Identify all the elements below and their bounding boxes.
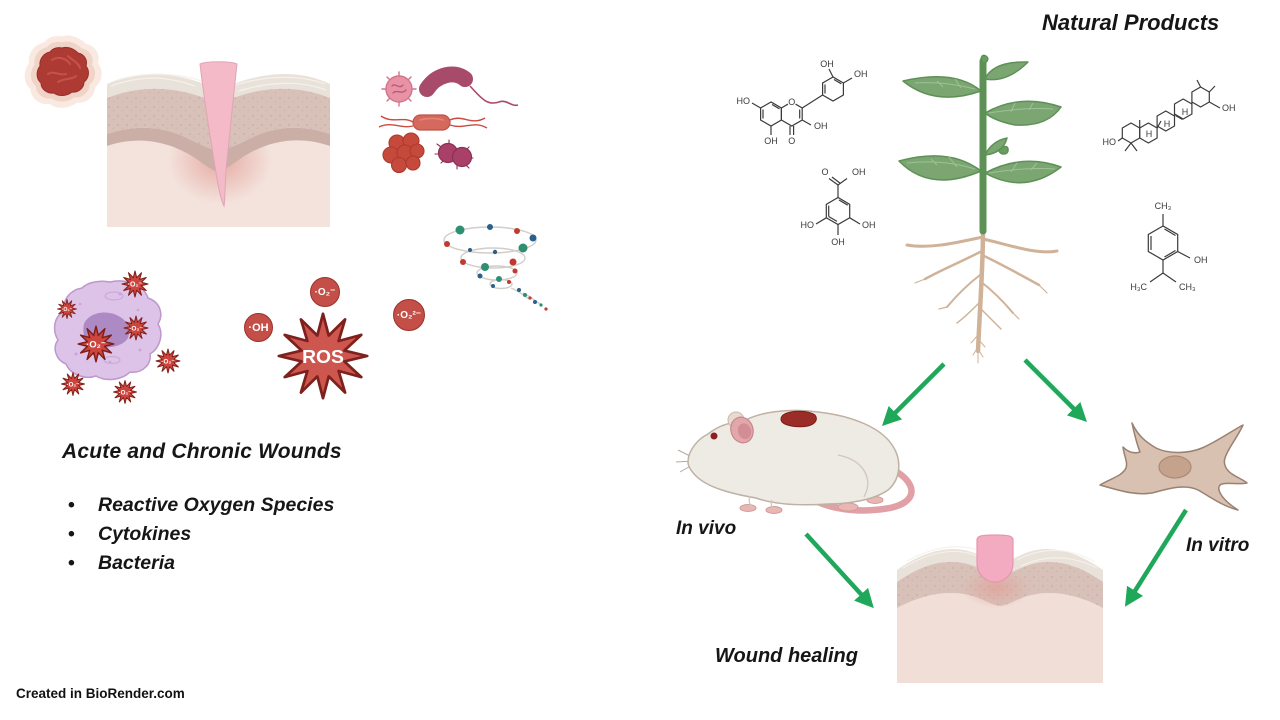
- wounded-skin-illustration: [107, 61, 330, 227]
- chem-label-h: H: [1182, 107, 1189, 117]
- bullet-marker: •: [68, 523, 75, 545]
- chem-label-o: O: [821, 167, 828, 177]
- gallic-acid-structure: O OH HO OH OH: [801, 167, 876, 247]
- superoxide-label: ·O₂⁻: [62, 307, 73, 313]
- peroxide-badge: ·O₂²⁻: [393, 299, 425, 331]
- superoxide-label: ·O₂⁻: [128, 282, 143, 289]
- superoxide-label: ·O₂⁻: [67, 382, 80, 389]
- chem-label-oh: OH: [764, 136, 778, 146]
- deep-wound-gash: [199, 61, 238, 208]
- arrow-plant-to-cell: [1023, 358, 1088, 423]
- chem-label-ch3: CH₃: [1155, 201, 1172, 211]
- peroxide-label: ·O₂²⁻: [396, 309, 422, 321]
- chem-label-oh: OH: [854, 69, 868, 79]
- superoxide-label: ·O₂⁻: [314, 286, 336, 298]
- bullet-text: Reactive Oxygen Species: [98, 494, 335, 516]
- quercetin-structure: O HO OH O OH OH OH: [737, 59, 868, 146]
- macrophage-illustration: ·O₂⁻ ·O₂⁻ ·O₂⁻ ·O₂⁻ ·O₂⁻ ·O₂⁻ ·O₂⁻: [53, 270, 181, 405]
- chem-label-ho: HO: [1103, 137, 1117, 147]
- scab-wound-icon: [24, 35, 102, 108]
- hydroxyl-radical-label: ·OH: [248, 321, 269, 334]
- wounds-heading: Acute and Chronic Wounds: [62, 440, 342, 463]
- chem-label-ch3: CH₃: [1179, 282, 1196, 292]
- triterpene-structure: HO OH H H H: [1103, 79, 1236, 152]
- arrow-plant-to-mouse: [881, 362, 946, 427]
- diplococci: [434, 139, 474, 170]
- mouse-illustration: [675, 409, 915, 514]
- mouse-tail: [814, 466, 915, 514]
- curved-rod-bacterium: [419, 66, 519, 107]
- wound-healing-label: Wound healing: [715, 645, 858, 667]
- chem-label-o: O: [788, 97, 795, 107]
- bacteria-illustration: [378, 66, 519, 174]
- flagellated-rod-bacterium: [378, 114, 488, 131]
- chem-label-oh: OH: [852, 167, 866, 177]
- chem-label-oh: OH: [862, 220, 876, 230]
- list-item: • Reactive Oxygen Species: [62, 494, 334, 523]
- ros-starburst: ROS: [277, 312, 369, 400]
- fibroblast-nucleus: [1158, 455, 1192, 479]
- mouse-eye: [710, 432, 718, 440]
- chem-label-oh: OH: [831, 237, 845, 247]
- chem-label-o: O: [788, 136, 795, 146]
- chem-label-ho: HO: [801, 220, 815, 230]
- bullet-marker: •: [68, 494, 75, 516]
- bullet-text: Bacteria: [98, 552, 175, 574]
- arrow-invitro-to-skin: [1124, 508, 1188, 607]
- fibroblast-cell-illustration: [1099, 422, 1248, 511]
- plant-illustration: [898, 54, 1062, 364]
- in-vivo-label: In vivo: [676, 518, 737, 539]
- chem-label-h: H: [1146, 129, 1153, 139]
- biorender-credit: Created in BioRender.com: [16, 686, 185, 701]
- arrow-invivo-to-skin: [804, 532, 874, 609]
- chem-label-oh: OH: [1194, 255, 1208, 265]
- mouse-back-wound: [780, 410, 817, 428]
- list-item: • Cytokines: [62, 523, 334, 552]
- chem-label-oh: OH: [814, 121, 828, 131]
- ros-label: ROS: [302, 347, 344, 368]
- mouse-ear: [730, 416, 754, 444]
- superoxide-label: ·O₂⁻: [161, 359, 175, 366]
- superoxide-burst: ·O₂⁻ ·O₂⁻ ·O₂⁻ ·O₂⁻ ·O₂⁻ ·O₂⁻ ·O₂⁻: [57, 270, 181, 405]
- chem-label-ho: HO: [737, 96, 751, 106]
- virus-particle: [381, 71, 417, 107]
- plant-roots: [905, 228, 1059, 364]
- healing-wound-plug: [976, 534, 1014, 583]
- carvacrol-structure: CH₃ OH H₃C CH₃: [1130, 201, 1208, 292]
- natural-products-title: Natural Products: [1042, 10, 1220, 35]
- cytokine-dots: [444, 224, 548, 311]
- cocci-cluster: [382, 132, 425, 174]
- list-item: • Bacteria: [62, 552, 334, 581]
- superoxide-badge: ·O₂⁻: [310, 277, 340, 307]
- hydroxyl-radical-badge: ·OH: [244, 313, 273, 342]
- chem-label-h: H: [1164, 119, 1171, 129]
- chem-label-oh: OH: [1222, 103, 1236, 113]
- wounds-bullet-list: • Reactive Oxygen Species • Cytokines • Bac…: [62, 494, 334, 581]
- cytokine-storm-icon: [443, 224, 548, 311]
- healing-skin-illustration: [897, 534, 1103, 683]
- superoxide-label: ·O₂⁻: [129, 326, 143, 333]
- bullet-text: Cytokines: [98, 523, 192, 545]
- chem-label-h3c: H₃C: [1130, 282, 1147, 292]
- bullet-marker: •: [68, 552, 75, 574]
- in-vitro-label: In vitro: [1186, 535, 1250, 556]
- superoxide-label: ·O₂⁻: [86, 340, 106, 351]
- superoxide-label: ·O₂⁻: [119, 390, 132, 397]
- chem-label-oh: OH: [820, 59, 834, 69]
